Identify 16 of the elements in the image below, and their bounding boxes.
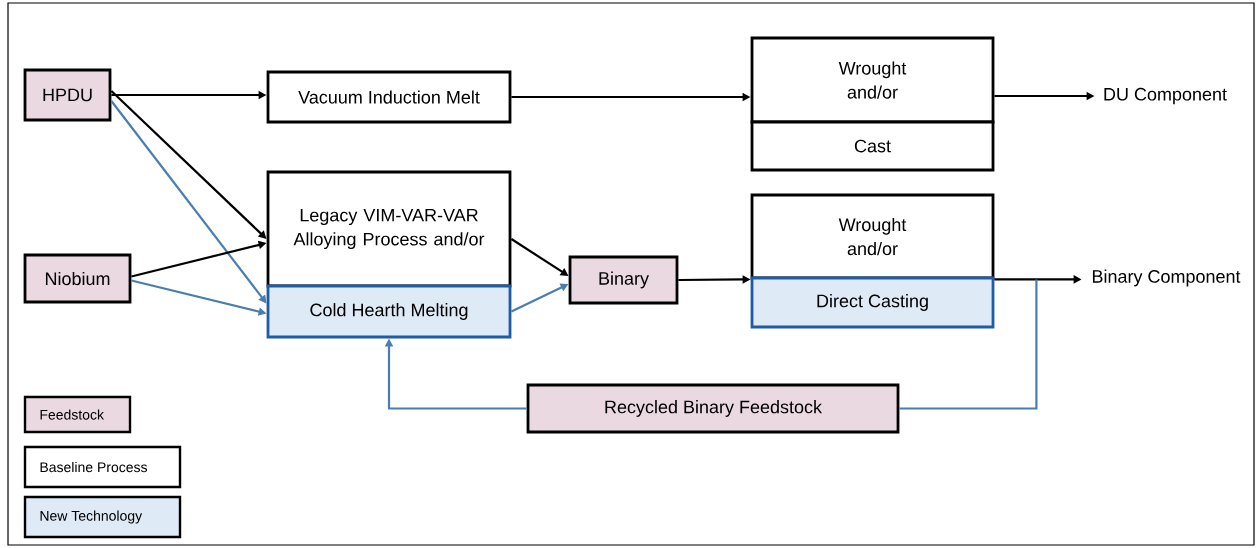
process-box: Legacy VIM-VAR-VAR Alloying Process and/or — [266, 170, 512, 288]
legend-label: Baseline Process — [40, 461, 148, 473]
process-box: Vacuum Induction Melt — [266, 70, 512, 124]
output-label: DU Component — [1104, 87, 1227, 105]
legend-label: Feedstock — [40, 409, 104, 420]
technology-box: Cold Hearth Melting — [266, 284, 512, 339]
feedstock-box: Binary — [568, 255, 679, 305]
process-box: Wrought and/or — [750, 193, 995, 280]
feedstock-box: HPDU — [23, 68, 112, 122]
feedstock-box: Recycled Binary Feedstock — [526, 383, 900, 434]
process-box: Cast — [750, 120, 995, 172]
feedstock-box: Niobium — [23, 253, 132, 304]
process-box: Wrought and/or — [750, 36, 995, 124]
technology-box: Direct Casting — [750, 276, 995, 329]
output-label: Binary Component — [1092, 269, 1241, 287]
legend-label: New Technology — [40, 510, 143, 524]
